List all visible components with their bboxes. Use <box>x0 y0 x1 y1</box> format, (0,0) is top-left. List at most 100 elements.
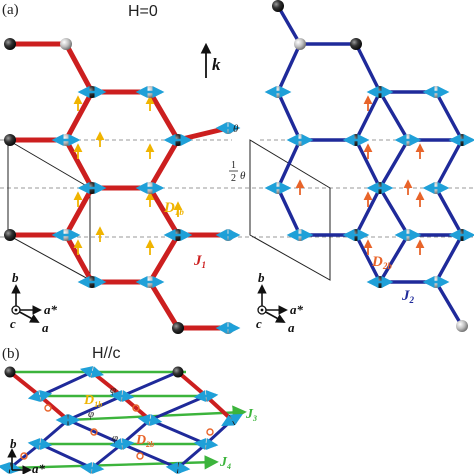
axes-triad-left <box>11 284 42 323</box>
atom <box>60 38 72 50</box>
red-bond <box>147 137 181 191</box>
spin-arrow-b <box>193 437 219 451</box>
dm-marker-b <box>136 452 144 460</box>
blue-bond <box>434 90 464 142</box>
axis-b-left: b <box>12 270 19 285</box>
red-bond <box>63 185 95 238</box>
blue-bond <box>354 90 382 142</box>
dm-marker-b <box>90 428 98 436</box>
phi-label-3: φ <box>112 432 118 444</box>
axes-triad-b <box>7 448 32 474</box>
blue-bond <box>434 280 464 328</box>
spin-arrows <box>0 86 474 474</box>
k-vector-label: k <box>212 55 221 74</box>
dm-marker-b <box>44 404 52 412</box>
axis-c-right: c <box>256 316 262 331</box>
red-bond <box>147 185 181 238</box>
spin-arrow-b <box>27 390 53 402</box>
guide-lines <box>0 139 474 281</box>
red-bond <box>63 137 95 191</box>
spin-arrow-b <box>79 366 105 378</box>
red-bond <box>147 89 181 143</box>
spin-arrow-b <box>109 389 135 403</box>
atom-b <box>172 366 184 378</box>
axis-astar-right: a* <box>290 302 304 317</box>
blue-bond <box>378 90 410 142</box>
red-bond <box>63 232 95 285</box>
axis-c-left: c <box>10 316 16 331</box>
spin-arrow-b <box>165 461 191 474</box>
axis-astar-b: a* <box>32 461 46 474</box>
axis-astar-left: a* <box>44 302 58 317</box>
blue-bond <box>354 42 382 94</box>
blue-bond-b <box>38 442 94 470</box>
red-bond-b <box>8 370 42 398</box>
spin-arrow-b <box>0 462 23 474</box>
j2-label: J2 <box>401 288 415 305</box>
d1b-label: D1b <box>163 200 184 217</box>
axis-a-left: a <box>42 320 49 335</box>
red-bond <box>63 89 95 143</box>
axis-b-b: b <box>10 436 17 451</box>
panel-a-label: (a) <box>2 2 19 18</box>
phi-label-2: φ <box>88 408 94 420</box>
red-bond-b <box>176 370 208 398</box>
atom <box>4 38 16 50</box>
atom <box>456 320 468 332</box>
blue-bond <box>276 186 302 237</box>
blue-bond-b <box>148 418 208 446</box>
blue-bond <box>434 138 464 190</box>
atom <box>350 38 362 50</box>
panel-a-field-label: H=0 <box>128 3 158 20</box>
dm-marker-b <box>206 428 214 436</box>
atom <box>4 229 16 241</box>
d2b-label: D2b <box>371 254 392 271</box>
blue-bond <box>434 186 464 237</box>
axis-a-right: a <box>288 320 295 335</box>
blue-bond <box>378 138 410 190</box>
axes-triad-right <box>257 284 288 323</box>
spin-arrow-b <box>221 414 243 426</box>
blue-bond <box>354 186 382 237</box>
d1b-label-b: D1b <box>83 393 102 409</box>
spin-arrow-b <box>193 389 219 403</box>
red-bond <box>147 279 181 331</box>
unit-cell-right <box>249 139 331 281</box>
dm-marker-b <box>20 452 28 460</box>
half-denominator: 2 <box>231 173 236 184</box>
spin-arrow-b <box>137 414 163 426</box>
blue-bond <box>276 4 302 46</box>
blue-bond <box>378 186 410 237</box>
blue-bond <box>434 233 464 284</box>
atom <box>172 322 184 334</box>
theta-label: θ <box>233 123 239 135</box>
blue-bond-b <box>120 370 180 398</box>
red-bond-b <box>38 394 70 422</box>
blue-bond-b <box>148 394 208 422</box>
phi-label-1: φ <box>110 384 116 396</box>
axis-b-right: b <box>258 270 265 285</box>
panel-b-field-label: H//c <box>92 345 120 362</box>
spin-arrow-b <box>109 437 135 451</box>
blue-bond-b <box>38 418 70 446</box>
spin-arrow-b <box>79 461 105 474</box>
atom <box>4 134 16 146</box>
red-bond <box>175 125 231 143</box>
panel-b-label: (b) <box>2 346 20 362</box>
blue-bond <box>354 233 382 284</box>
half-numerator: 1 <box>231 160 236 171</box>
blue-bond <box>276 42 302 94</box>
spin-arrow-b <box>27 437 53 451</box>
dm-marker-b <box>132 404 140 412</box>
blue-bond <box>378 233 410 284</box>
red-bond <box>147 232 181 285</box>
blue-bond <box>276 90 302 142</box>
red-bond <box>63 41 95 95</box>
blue-bond <box>276 138 302 190</box>
atom-b <box>4 366 16 378</box>
blue-bond <box>354 138 382 190</box>
atom <box>294 38 306 50</box>
j1-label: J1 <box>193 253 206 270</box>
